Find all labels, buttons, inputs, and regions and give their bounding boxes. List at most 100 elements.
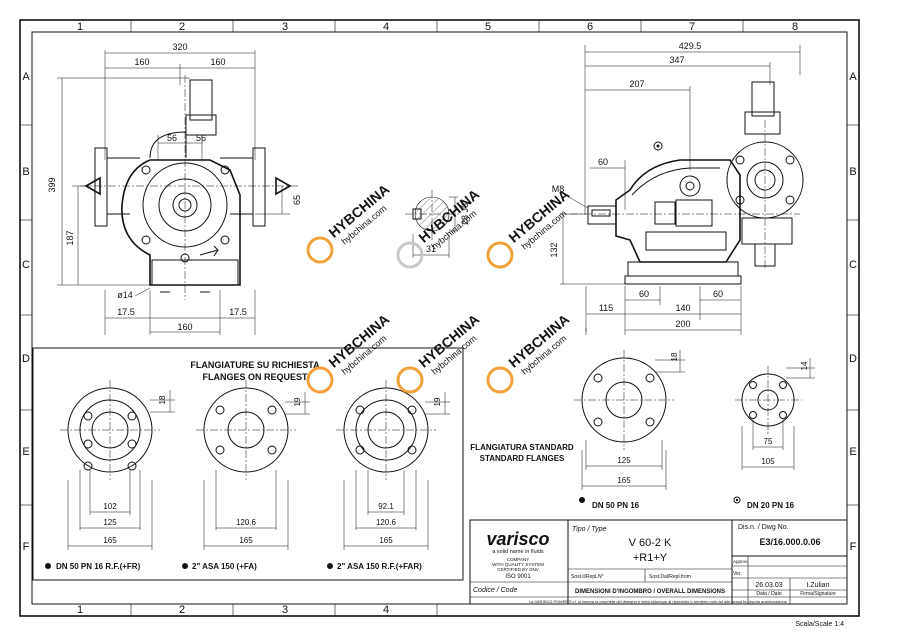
- far-od: 165: [379, 536, 393, 545]
- dn50-hole: 18: [670, 352, 679, 361]
- dim-foot-c: 60: [713, 289, 723, 299]
- grid-col-1-bottom: 1: [77, 604, 83, 616]
- approv-label: Approv.: [733, 559, 748, 564]
- grid-row-b: B: [22, 166, 29, 178]
- dim-side-overall: 429.5: [679, 41, 702, 51]
- grid-row-c: C: [22, 259, 30, 271]
- watermark-6: HYBCHINA hybchina.com: [486, 311, 572, 394]
- standard-flanges-subtitle: STANDARD FLANGES: [480, 454, 565, 463]
- dim-half-left: 160: [134, 57, 149, 67]
- dim-side-to-inlet: 207: [629, 79, 644, 89]
- grid-col-7: 7: [689, 21, 695, 33]
- watermark-1: HYBCHINA hybchina.com: [306, 181, 392, 264]
- front-view: 320 160 160 56 56: [47, 42, 302, 335]
- dim-hole: ø14: [117, 290, 133, 300]
- dn20-od: 105: [761, 457, 775, 466]
- dn50-label: DN 50 PN 16: [592, 501, 640, 510]
- title-block: varisco a solid name in fluids COMPANY W…: [469, 519, 848, 605]
- far-bore: 92.1: [378, 502, 394, 511]
- fr-bore: 102: [103, 502, 117, 511]
- dwg-number: E3/16.000.0.06: [759, 537, 820, 547]
- grid-row-a: A: [22, 71, 30, 83]
- dim-shaft-height: 187: [65, 230, 75, 245]
- fa-pcd: 120.6: [236, 518, 257, 527]
- grid-col-8: 8: [792, 21, 798, 33]
- side-view: 429.5 347 207 60 M8: [549, 41, 804, 335]
- fr-label: DN 50 PN 16 R.F.(+FR): [56, 562, 141, 571]
- standard-flanges-title: FLANGIATURA STANDARD: [470, 443, 574, 452]
- grid-col-2-bottom: 2: [179, 604, 185, 616]
- grid-row-d-right: D: [849, 353, 857, 365]
- type-value-1: V 60-2 K: [629, 537, 672, 549]
- grid-row-f: F: [23, 541, 30, 553]
- optional-flanges-title: FLANGIATURE SU RICHIESTA: [190, 360, 320, 370]
- dim-key-height: 28 J6: [460, 203, 470, 225]
- drawing-signature: I.Zulian: [807, 582, 830, 589]
- sign-label: Firma/Signature: [800, 591, 836, 597]
- grid-row-a-right: A: [849, 71, 857, 83]
- brand-tagline: a solid name in fluids: [492, 549, 544, 555]
- dim-half-right: 160: [210, 57, 225, 67]
- optional-flanges-panel: FLANGIATURE SU RICHIESTA FLANGES ON REQU…: [32, 347, 464, 581]
- dim-height: 399: [47, 177, 57, 192]
- dn20-hole: 14: [800, 361, 809, 370]
- quality-line-2: WITH QUALITY SYSTEM: [492, 562, 544, 567]
- optional-flanges-subtitle: FLANGES ON REQUEST: [202, 372, 308, 382]
- grid-col-5: 5: [485, 21, 491, 33]
- fr-pcd: 125: [103, 518, 117, 527]
- watermark-4: HYBCHINA hybchina.com: [306, 311, 392, 394]
- dn20-label: DN 20 PN 16: [747, 501, 795, 510]
- grid-row-d: D: [22, 353, 30, 365]
- grid-row-c-right: C: [849, 259, 857, 271]
- dim-foot-a: 60: [639, 289, 649, 299]
- grid-col-3-bottom: 3: [282, 604, 288, 616]
- ver-label: Ver.: [733, 571, 742, 577]
- watermarks: HYBCHINA hybchina.com HYBCHINA hybchina.…: [306, 181, 572, 394]
- grid-col-6: 6: [587, 21, 593, 33]
- fr-od: 165: [103, 536, 117, 545]
- grid-row-e: E: [22, 446, 29, 458]
- flange-dn50: 18 125 165 DN 50 PN 16: [574, 350, 685, 510]
- dn50-pcd: 125: [617, 456, 631, 465]
- dim-overall-width: 320: [172, 42, 187, 52]
- dim-shaft-width: 31: [426, 244, 436, 254]
- standard-flanges: FLANGIATURA STANDARD STANDARD FLANGES 18…: [470, 350, 815, 510]
- ownership-notice: La VARISCO POMPE S.r.l. si riserva la pr…: [529, 599, 788, 604]
- grid-row-e-right: E: [849, 446, 856, 458]
- flange-far: 19 92.1 120.6 165 2" ASA 150 R.F.(+FAR): [327, 380, 450, 571]
- dim-foot-d: 115: [599, 303, 613, 313]
- dim-thread: M8: [552, 184, 565, 194]
- quality-line-3: CERTIFIED BY DNV: [497, 567, 539, 572]
- dim-foot-right: 17.5: [229, 307, 247, 317]
- type-value-2: +R1+Y: [633, 552, 668, 564]
- fr-hole: 18: [158, 395, 167, 404]
- quality-line-4: ISO 9001: [505, 574, 531, 580]
- drawing-date: 26.03.03: [755, 582, 782, 589]
- dim-foot-f: 200: [675, 319, 690, 329]
- dim-flange-offset: 65: [292, 195, 302, 205]
- flange-fr: 18 102 125 165 DN 50 PN 16 R.F.(+FR): [45, 380, 175, 571]
- dn50-od: 165: [617, 476, 631, 485]
- fa-hole: 19: [293, 397, 302, 406]
- fa-label: 2" ASA 150 (+FA): [192, 562, 257, 571]
- drawing-frame: [19, 19, 860, 617]
- replaced-by-label: Sost.Dal/Repl.from: [649, 574, 691, 580]
- dim-hub-left: 56: [167, 133, 177, 143]
- dim-side-to-flange: 347: [669, 55, 684, 65]
- drawing-title: DIMENSIONI D'INGOMBRO / OVERALL DIMENSIO…: [575, 589, 725, 595]
- far-label: 2" ASA 150 R.F.(+FAR): [337, 562, 422, 571]
- shaft-section: 28 J6 31: [405, 190, 470, 258]
- grid-col-4-bottom: 4: [383, 604, 389, 616]
- brand-logo: varisco: [486, 529, 549, 549]
- dn20-pcd: 75: [764, 437, 773, 446]
- scale-note: Scala/Scale 1:4: [795, 621, 844, 628]
- watermark-3: HYBCHINA hybchina.com: [486, 186, 572, 269]
- flange-dn20: 14 75 105 DN 20 PN 16: [733, 358, 815, 510]
- grid-references: 1 2 3 4 5 6 7 8 1 2 3 4 A B C D E F A B …: [20, 20, 859, 616]
- grid-col-2: 2: [179, 21, 185, 33]
- far-pcd: 120.6: [376, 518, 397, 527]
- far-hole: 19: [433, 397, 442, 406]
- date-label: Data / Date: [756, 591, 782, 597]
- grid-row-b-right: B: [849, 166, 856, 178]
